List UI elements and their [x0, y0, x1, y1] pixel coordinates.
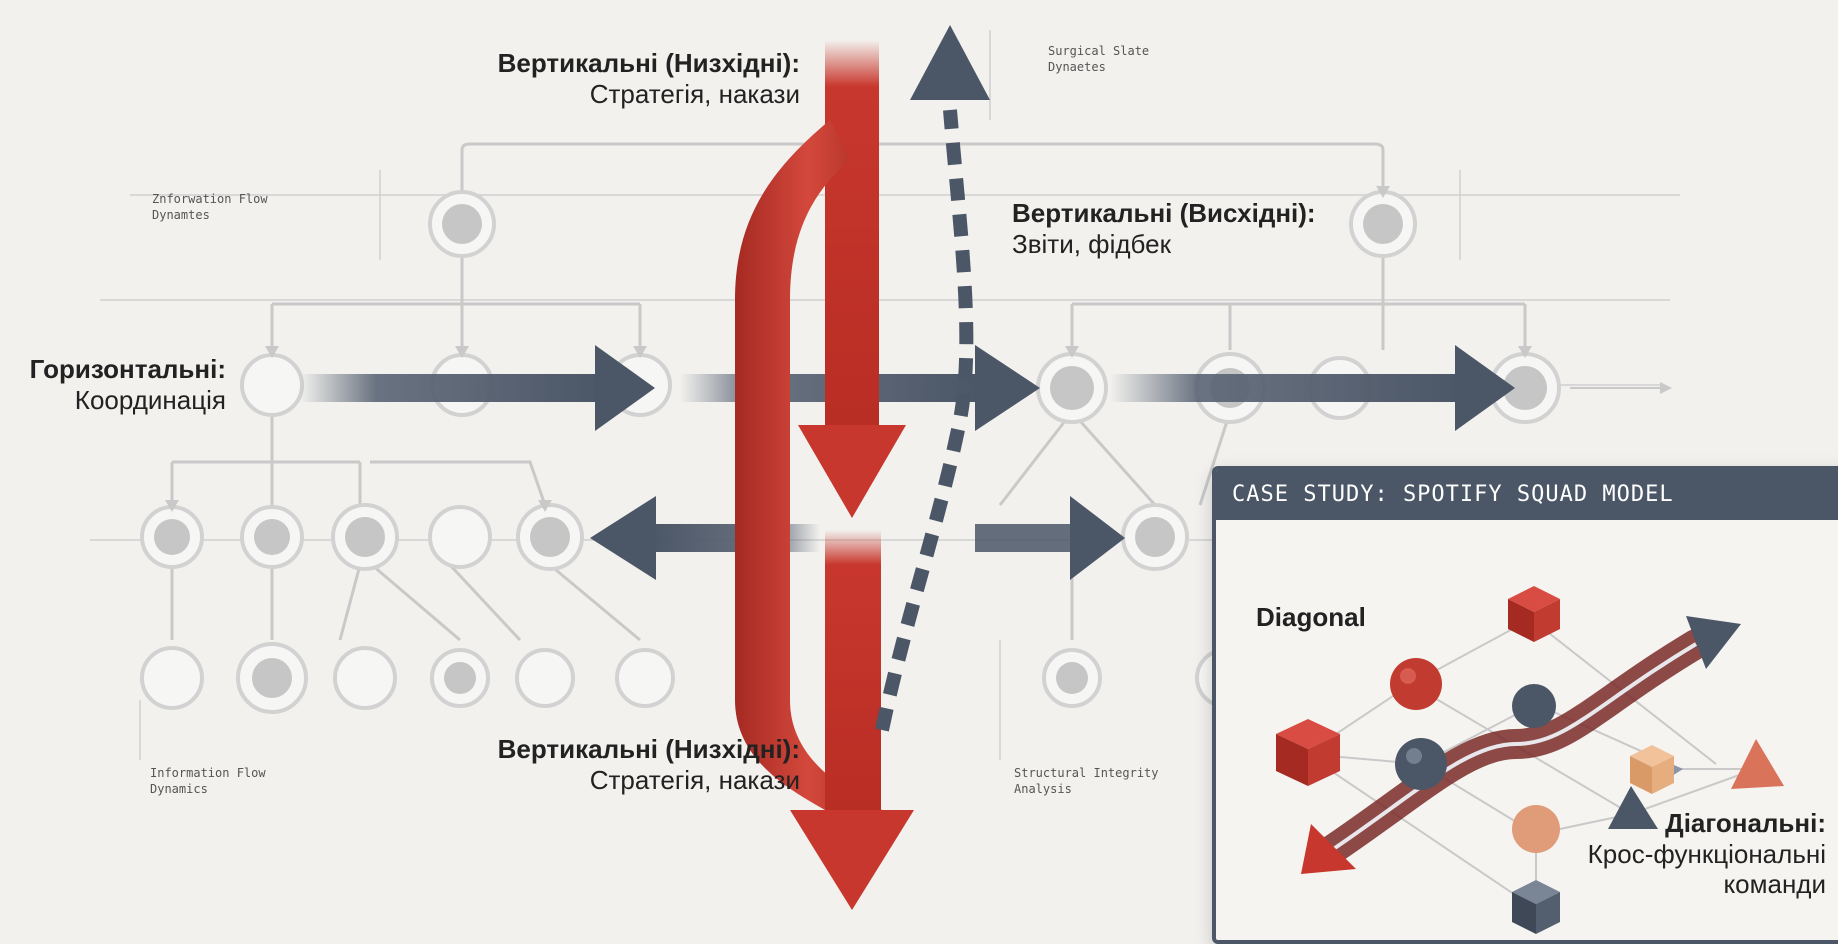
note-top-right: Surgical Slate Dynaetes	[1048, 44, 1149, 75]
note-top-right-line1: Surgical Slate	[1048, 44, 1150, 58]
cube-red-top	[1508, 586, 1560, 642]
label-diagonal: Діагональні: Крос-функціональні команди	[1588, 808, 1826, 900]
spotify-squad-illustration	[1276, 586, 1784, 934]
note-bottom-left: Information Flow Dynamics	[150, 766, 266, 797]
note-top-right-line2: Dynaetes	[1048, 59, 1106, 74]
label-diagonal-desc-line1: Крос-функціональні	[1587, 838, 1826, 869]
note-top-left-line2: Dynamtes	[152, 207, 210, 222]
cube-red-left	[1276, 719, 1340, 786]
label-bottom-up: Вертикальні (Висхідні): Звіти, фідбек	[1012, 198, 1316, 259]
note-bottom-mid-line1: Structural Integrity	[1014, 766, 1159, 780]
small-grey-arrows	[165, 186, 1532, 512]
note-top-left: Znforwation Flow Dynamtes	[152, 192, 268, 223]
case-study-header: CASE STUDY: SPOTIFY SQUAD MODEL	[1216, 470, 1838, 520]
label-horizontal-desc: Координація	[74, 384, 226, 415]
label-bottom-down-desc: Стратегія, накази	[589, 764, 800, 795]
label-diagonal-desc-line2: команди	[1723, 869, 1826, 900]
note-bottom-mid: Structural Integrity Analysis	[1014, 766, 1159, 797]
note-bottom-left-line2: Dynamics	[150, 781, 208, 796]
diagonal-word: Diagonal	[1256, 602, 1366, 632]
case-study-card: CASE STUDY: SPOTIFY SQUAD MODEL	[1212, 466, 1838, 944]
label-horizontal: Горизонтальні: Координація	[0, 354, 226, 415]
note-bottom-mid-line2: Analysis	[1014, 781, 1072, 796]
label-bottom-down: Вертикальні (Низхідні): Стратегія, наказ…	[420, 734, 800, 795]
information-flow-diagram	[90, 25, 1680, 910]
cube-orange	[1630, 745, 1674, 794]
note-bottom-left-line1: Information Flow	[150, 766, 266, 780]
org-connectors	[170, 142, 1527, 642]
label-top-down-desc: Стратегія, накази	[589, 78, 800, 109]
label-bottom-up-title: Вертикальні (Висхідні):	[1012, 198, 1316, 228]
label-diagonal-title: Діагональні:	[1665, 808, 1826, 838]
label-top-down-title: Вертикальні (Низхідні):	[497, 48, 800, 78]
horizontal-arrows	[300, 345, 1515, 580]
cube-slate-bottom	[1512, 880, 1560, 934]
label-bottom-down-title: Вертикальні (Низхідні):	[497, 734, 800, 764]
upward-dashed-arrow	[875, 25, 990, 732]
vertical-down-arrows	[735, 40, 914, 910]
label-top-down: Вертикальні (Низхідні): Стратегія, наказ…	[420, 48, 800, 109]
label-horizontal-title: Горизонтальні:	[29, 354, 226, 384]
label-bottom-up-desc: Звіти, фідбек	[1012, 228, 1171, 259]
note-top-left-line1: Znforwation Flow	[152, 192, 268, 206]
